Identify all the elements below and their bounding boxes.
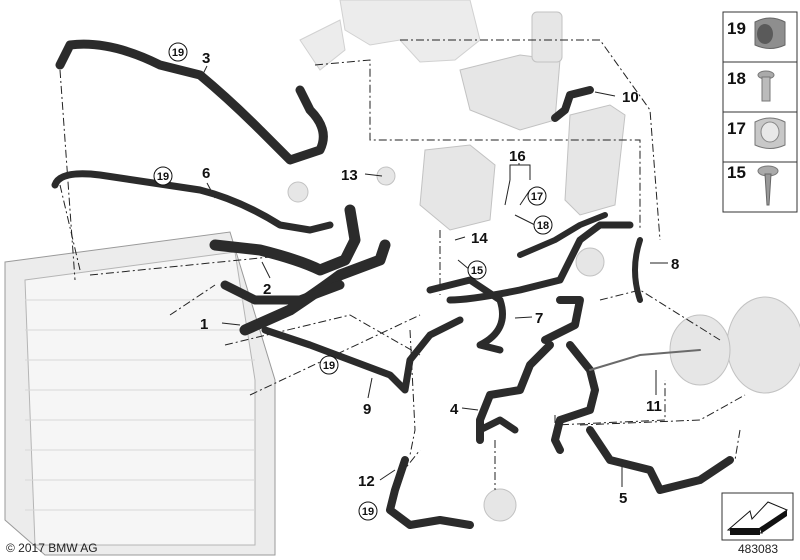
svg-text:19: 19 [157,171,169,183]
legend-number: 15 [727,163,746,182]
expansion-tank [669,296,800,394]
callout-16: 16 [509,148,526,165]
svg-text:19: 19 [362,506,374,518]
svg-text:19: 19 [172,47,184,59]
water-pump [376,144,496,231]
circled-callout-19: 19 [168,42,188,62]
svg-text:17: 17 [531,191,543,203]
callout-2: 2 [263,281,271,298]
auxiliary-pumps [287,181,605,522]
legend-number: 18 [727,69,746,88]
circled-callout-19: 19 [319,355,339,375]
circled-callout-18: 18 [533,215,553,235]
callout-12: 12 [358,473,375,490]
callout-1: 1 [200,316,208,333]
svg-text:19: 19 [323,360,335,372]
bolt-icon [757,70,775,102]
circled-callout-19: 19 [358,501,378,521]
svg-text:18: 18 [537,220,549,232]
callout-7: 7 [535,310,543,327]
svg-text:15: 15 [471,265,483,277]
callout-4: 4 [450,401,459,418]
callout-9: 9 [363,401,371,418]
legend-number: 19 [727,19,746,38]
callout-13: 13 [341,167,358,184]
callout-6: 6 [202,165,210,182]
callout-labels: 1 2 3 4 5 6 7 8 9 10 11 12 13 14 16 15 1… [153,42,679,521]
circled-callout-17: 17 [527,186,547,206]
copyright-text: © 2017 BMW AG [6,541,98,555]
heat-exchanger [564,104,626,216]
callout-3: 3 [202,50,210,67]
small-parts-legend: 19 18 17 15 [722,11,798,213]
clamp-icon [754,17,786,49]
clamp-icon [754,117,786,149]
diagram-number: 483083 [738,542,779,556]
circled-callout-15: 15 [467,260,487,280]
screw-icon [757,165,779,206]
circled-callout-19: 19 [153,166,173,186]
engine-block-outline [299,0,481,71]
legend-number: 17 [727,119,746,138]
callout-5: 5 [619,490,627,507]
callout-8: 8 [671,256,679,273]
oil-filter-housing [459,11,563,131]
callout-10: 10 [622,89,639,106]
radiator [4,231,276,556]
callout-14: 14 [471,230,488,247]
callout-11: 11 [646,398,662,415]
hoses [51,39,734,529]
direction-arrow-symbol [721,492,794,541]
